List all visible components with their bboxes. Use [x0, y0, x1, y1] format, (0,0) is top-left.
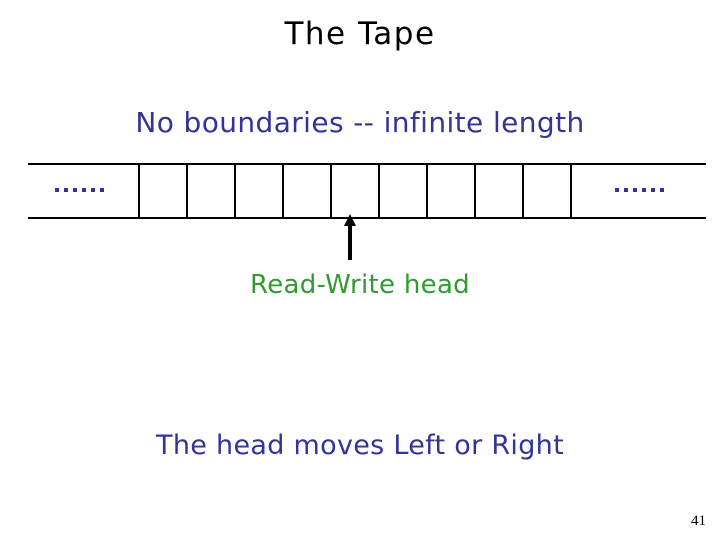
ellipsis-dot [82, 188, 86, 192]
tape-bottom-line [28, 217, 706, 219]
tape-cell-divider [186, 163, 188, 219]
tape-cell-divider [138, 163, 140, 219]
page-title: The Tape [284, 16, 436, 52]
tape-cell-divider [282, 163, 284, 219]
tape-cell-divider [570, 163, 572, 219]
ellipsis-dot [55, 188, 59, 192]
tape-cell-divider [378, 163, 380, 219]
tape-right-ellipsis [615, 177, 664, 203]
tape-left-ellipsis [55, 177, 104, 203]
read-write-head-label: Read-Write head [250, 270, 470, 300]
ellipsis-dot [73, 188, 77, 192]
turing-machine-tape [28, 163, 706, 219]
head-movement-statement: The head moves Left or Right [156, 430, 564, 461]
tape-cell-divider [330, 163, 332, 219]
tape-top-line [28, 163, 706, 165]
read-write-head-up-arrow-icon [344, 214, 356, 260]
arrow-tip [344, 214, 356, 226]
ellipsis-dot [651, 188, 655, 192]
tape-cell-divider [474, 163, 476, 219]
ellipsis-dot [64, 188, 68, 192]
ellipsis-dot [91, 188, 95, 192]
ellipsis-dot [624, 188, 628, 192]
page-number: 41 [691, 513, 706, 529]
arrow-stem [348, 222, 352, 260]
tape-cell-divider [426, 163, 428, 219]
ellipsis-dot [615, 188, 619, 192]
ellipsis-dot [642, 188, 646, 192]
tape-cell-divider [522, 163, 524, 219]
subtitle-no-boundaries: No boundaries -- infinite length [135, 106, 585, 139]
tape-cell-divider [234, 163, 236, 219]
ellipsis-dot [100, 188, 104, 192]
ellipsis-dot [660, 188, 664, 192]
ellipsis-dot [633, 188, 637, 192]
